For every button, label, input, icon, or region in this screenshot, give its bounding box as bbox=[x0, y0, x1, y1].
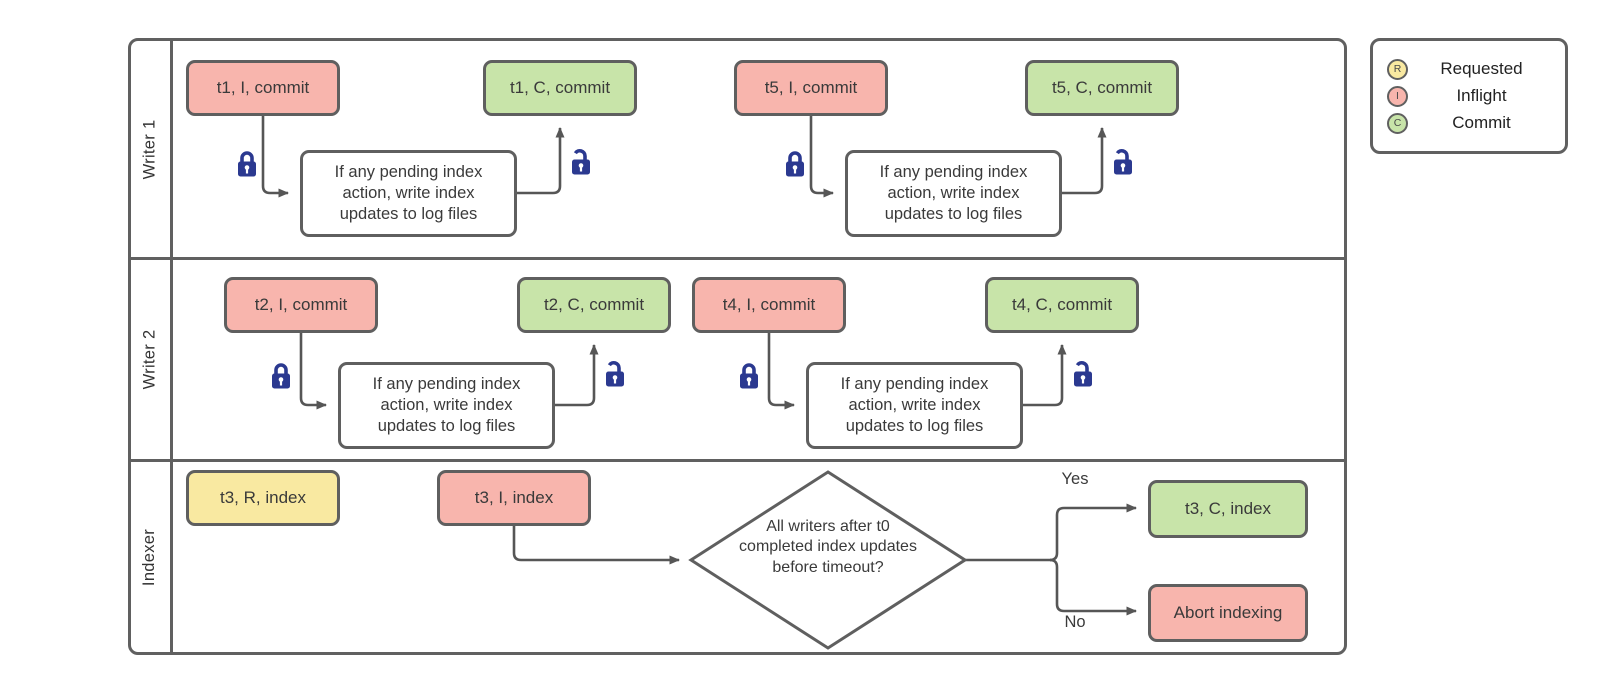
node-t5-inflight-label: t5, I, commit bbox=[764, 78, 858, 97]
node-t5-commit: t5, C, commit bbox=[1025, 60, 1179, 116]
node-t2-inflight-label: t2, I, commit bbox=[254, 295, 348, 314]
lock-closed-icon bbox=[782, 149, 808, 185]
lane-writer-1-label: Writer 1 bbox=[140, 119, 159, 179]
node-t3-commit: t3, C, index bbox=[1148, 480, 1308, 538]
node-t5-commit-label: t5, C, commit bbox=[1051, 78, 1153, 97]
arrow-process-to-t4-commit bbox=[1023, 344, 1067, 407]
lane-label-divider bbox=[170, 38, 173, 655]
node-w1-process-1: If any pending index action, write index… bbox=[300, 150, 517, 237]
legend-row-commit: C Commit bbox=[1387, 110, 1555, 137]
legend-row-inflight: I Inflight bbox=[1387, 83, 1555, 110]
node-t5-inflight: t5, I, commit bbox=[734, 60, 888, 116]
inflight-badge-icon: I bbox=[1387, 85, 1408, 107]
node-t1-inflight: t1, I, commit bbox=[186, 60, 340, 116]
lane-writer-2-label: Writer 2 bbox=[140, 329, 159, 390]
legend-requested-label: Requested bbox=[1440, 59, 1523, 78]
lock-open-icon bbox=[1068, 359, 1096, 395]
requested-badge-icon: R bbox=[1387, 58, 1408, 80]
lane-writer-2: Writer 2 bbox=[128, 260, 172, 459]
legend-commit-label: Commit bbox=[1452, 113, 1511, 132]
arrow-process-to-t5-commit bbox=[1062, 127, 1107, 195]
decision-diamond-shape bbox=[688, 470, 968, 650]
node-t4-inflight-label: t4, I, commit bbox=[722, 295, 816, 314]
lane-writer-1: Writer 1 bbox=[128, 41, 172, 257]
node-t1-commit: t1, C, commit bbox=[483, 60, 637, 116]
lock-open-icon bbox=[566, 147, 594, 183]
lock-open-icon bbox=[600, 359, 628, 395]
arrow-t5-inflight-to-process bbox=[809, 116, 834, 198]
arrow-process-to-t1-commit bbox=[517, 127, 565, 195]
lock-closed-icon bbox=[268, 361, 294, 397]
legend-inflight-label: Inflight bbox=[1456, 86, 1507, 105]
arrow-decision-no-branch bbox=[1049, 558, 1137, 616]
node-w1-process-2: If any pending index action, write index… bbox=[845, 150, 1062, 237]
node-t1-inflight-label: t1, I, commit bbox=[216, 78, 310, 97]
node-w2-process-2-label: If any pending index action, write index… bbox=[840, 374, 989, 436]
commit-badge-icon: C bbox=[1387, 112, 1408, 134]
decision-diamond-label: All writers after t0 completed index upd… bbox=[739, 518, 917, 576]
node-t2-commit: t2, C, commit bbox=[517, 277, 671, 333]
lane-divider-2 bbox=[128, 459, 1347, 462]
node-abort-indexing-label: Abort indexing bbox=[1173, 603, 1283, 622]
lane-indexer-label: Indexer bbox=[140, 528, 159, 586]
arrow-decision-yes-branch bbox=[1049, 503, 1137, 562]
arrow-t4-inflight-to-process bbox=[767, 333, 795, 410]
node-t4-commit-label: t4, C, commit bbox=[1011, 295, 1113, 314]
arrow-t2-inflight-to-process bbox=[299, 333, 327, 410]
node-t3-commit-label: t3, C, index bbox=[1185, 499, 1271, 518]
lock-open-icon bbox=[1108, 147, 1136, 183]
node-w1-process-1-label: If any pending index action, write index… bbox=[334, 162, 483, 224]
node-t4-commit: t4, C, commit bbox=[985, 277, 1139, 333]
node-t3-inflight-label: t3, I, index bbox=[474, 488, 554, 507]
node-t2-inflight: t2, I, commit bbox=[224, 277, 378, 333]
decision-yes-label: Yes bbox=[1061, 470, 1089, 488]
arrow-t3-inflight-to-decision bbox=[512, 526, 680, 565]
node-w2-process-1-label: If any pending index action, write index… bbox=[372, 374, 521, 436]
node-t3-requested-label: t3, R, index bbox=[220, 488, 306, 507]
legend: R Requested I Inflight C Commit bbox=[1370, 38, 1568, 154]
arrow-process-to-t2-commit bbox=[555, 344, 599, 407]
node-t3-inflight: t3, I, index bbox=[437, 470, 591, 526]
legend-row-requested: R Requested bbox=[1387, 56, 1555, 83]
lane-indexer: Indexer bbox=[128, 462, 172, 652]
node-t4-inflight: t4, I, commit bbox=[692, 277, 846, 333]
node-w2-process-1: If any pending index action, write index… bbox=[338, 362, 555, 449]
decision-no-label: No bbox=[1064, 613, 1086, 631]
node-t1-commit-label: t1, C, commit bbox=[509, 78, 611, 97]
node-t2-commit-label: t2, C, commit bbox=[543, 295, 645, 314]
node-abort-indexing: Abort indexing bbox=[1148, 584, 1308, 642]
lock-closed-icon bbox=[234, 149, 260, 185]
arrow-t1-inflight-to-process bbox=[261, 116, 289, 198]
node-w2-process-2: If any pending index action, write index… bbox=[806, 362, 1023, 449]
node-t3-requested: t3, R, index bbox=[186, 470, 340, 526]
lane-divider-1 bbox=[128, 257, 1347, 260]
node-w1-process-2-label: If any pending index action, write index… bbox=[879, 162, 1028, 224]
lock-closed-icon bbox=[736, 361, 762, 397]
